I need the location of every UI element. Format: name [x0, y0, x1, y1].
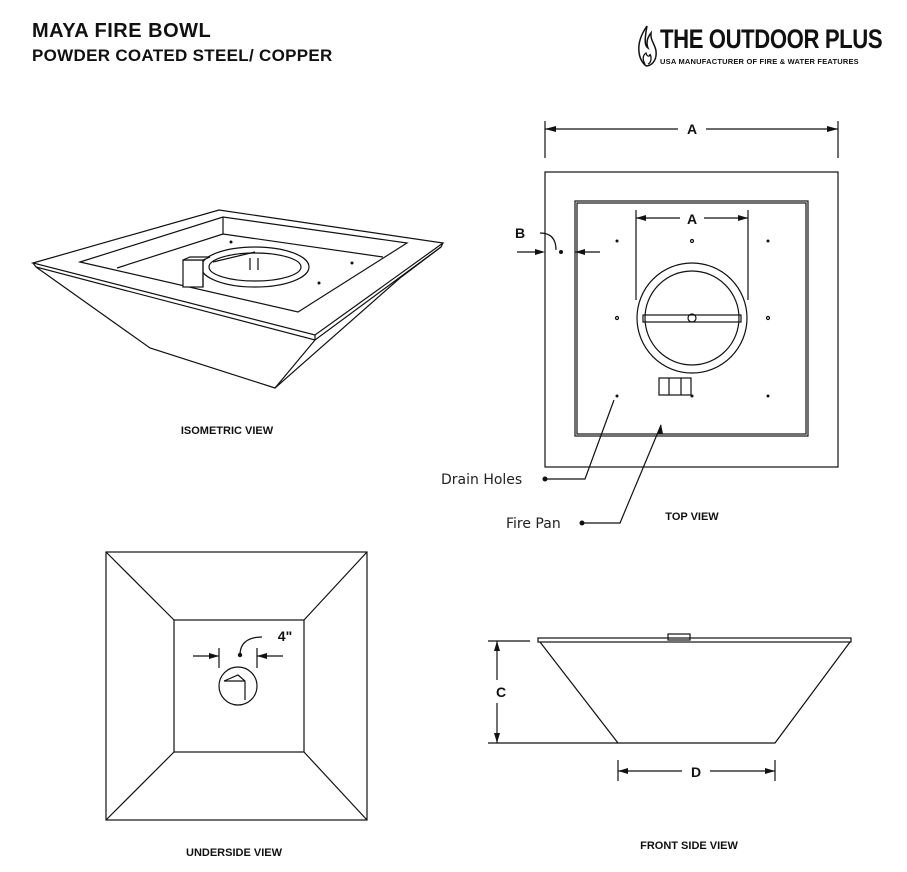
inner-rim [77, 216, 409, 313]
front-rim [537, 637, 852, 643]
fire-pan-edge [116, 233, 384, 269]
flame-icon [638, 25, 657, 67]
outer-square [544, 171, 839, 468]
dimension-b: B [515, 225, 525, 241]
isometric-view: ISOMETRIC VIEW [30, 209, 445, 437]
front-body [539, 641, 851, 744]
isometric-view-caption: ISOMETRIC VIEW [181, 425, 274, 437]
burner-ring-outer [636, 262, 748, 374]
brand-logo: THE OUTDOOR PLUS USA MANUFACTURER OF FIR… [636, 24, 886, 72]
front-side-view: C D FRONT SIDE VIEW [488, 633, 852, 852]
dimension-a-inner: A [687, 211, 697, 227]
drain-opening [218, 666, 258, 706]
drain-holes-callout: Drain Holes [441, 472, 522, 488]
dimension-d: D [691, 764, 701, 780]
fire-pan-callout: Fire Pan [506, 516, 561, 532]
bowl-body-right [274, 246, 442, 389]
logo-name: THE OUTDOOR PLUS [660, 24, 883, 54]
product-title: MAYA FIRE BOWL [32, 20, 212, 42]
bowl-body-left [35, 266, 316, 389]
fire-pan [574, 200, 809, 437]
underside-base [173, 619, 305, 753]
drain-size-label: 4" [278, 628, 292, 644]
underside-view: 4" UNDERSIDE VIEW [105, 551, 368, 859]
ignition-box [182, 259, 204, 288]
ignition-box-front [667, 633, 691, 641]
underside-view-caption: UNDERSIDE VIEW [186, 847, 283, 859]
logo-tagline: USA MANUFACTURER OF FIRE & WATER FEATURE… [660, 57, 859, 66]
top-view: A A B Drain H [441, 121, 839, 532]
top-view-caption: TOP VIEW [665, 511, 719, 523]
front-view-caption: FRONT SIDE VIEW [640, 840, 738, 852]
dimension-c: C [496, 684, 506, 700]
underside-outer [105, 551, 368, 821]
bowl-top-rim [30, 209, 445, 336]
drain-hole-dots [559, 238, 771, 398]
dimension-a-outer: A [687, 121, 697, 137]
product-subtitle: POWDER COATED STEEL/ COPPER [32, 46, 333, 65]
ignition-box-top [658, 377, 692, 396]
